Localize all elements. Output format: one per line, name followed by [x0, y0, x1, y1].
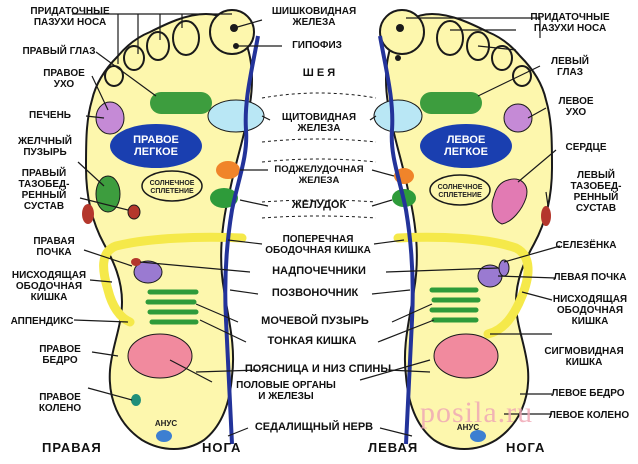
left-big-toe: [379, 9, 425, 55]
label-genitals: ПОЛОВЫЕ ОРГАНЫ И ЖЕЛЕЗЫ: [236, 380, 336, 402]
label-transverse-colon: ПОПЕРЕЧНАЯ ОБОДОЧНАЯ КИШКА: [265, 234, 371, 256]
label-lower-back: ПОЯСНИЦА И НИЗ СПИНЫ: [244, 363, 392, 375]
right-toe-2: [172, 20, 200, 56]
right-leg-title-a: ПРАВАЯ: [42, 440, 102, 455]
left-foot: [373, 9, 554, 450]
right-thyroid-zone: [207, 99, 265, 133]
label-sinuses-right: ПРИДАТОЧНЫЕ ПАЗУХИ НОСА: [30, 6, 110, 28]
right-pituitary-point: [233, 43, 239, 49]
label-right-knee: ПРАВОЕ КОЛЕНО: [38, 392, 82, 414]
right-lung-label: ПРАВОЕ ЛЕГКОЕ: [133, 134, 179, 158]
label-right-hip: ПРАВЫЙ ТАЗОБЕД- РЕННЫЙ СУСТАВ: [18, 168, 70, 212]
left-leg-title-b: НОГА: [506, 440, 546, 455]
label-pineal: ШИШКОВИДНАЯ ЖЕЛЕЗА: [271, 6, 357, 28]
guide-arcs: [261, 92, 377, 219]
left-spleen-zone: [498, 259, 510, 277]
left-toe-4: [491, 45, 513, 71]
right-genital-zone: [127, 333, 193, 379]
right-ear-zone: [95, 101, 125, 135]
right-toe-4: [123, 45, 145, 71]
label-sciatic: СЕДАЛИЩНЫЙ НЕРВ: [254, 421, 374, 433]
right-adrenal-zone: [131, 258, 141, 266]
right-hip-zone: [82, 204, 94, 224]
left-toe-2: [436, 20, 464, 56]
left-colon: [393, 232, 533, 339]
label-right-ear: ПРАВОЕ УХО: [43, 68, 85, 90]
left-lung-zone: [420, 124, 512, 168]
label-spine: ПОЗВОНОЧНИК: [271, 287, 359, 299]
label-right-eye: ПРАВЫЙ ГЛАЗ: [22, 46, 96, 57]
label-left-kidney: ЛЕВАЯ ПОЧКА: [553, 272, 627, 283]
right-eye-zone: [150, 92, 212, 114]
label-bladder: МОЧЕВОЙ ПУЗЫРЬ: [261, 315, 369, 327]
label-left-hip: ЛЕВЫЙ ТАЗОБЕД- РЕННЫЙ СУСТАВ: [570, 170, 622, 214]
right-toe-3: [146, 31, 170, 61]
right-pancreas-zone: [216, 161, 240, 179]
left-solar-zone: [429, 174, 491, 206]
left-pituitary-point: [395, 55, 401, 61]
label-spleen: СЕЛЕЗЁНКА: [555, 240, 617, 251]
left-pineal-point: [396, 24, 404, 32]
label-sinuses-left: ПРИДАТОЧНЫЕ ПАЗУХИ НОСА: [530, 12, 610, 34]
left-lung-label: ЛЕВОЕ ЛЕГКОЕ: [444, 134, 488, 158]
right-toe-5: [104, 65, 124, 87]
label-right-thigh: ПРАВОЕ БЕДРО: [39, 344, 81, 366]
left-toe-5: [512, 65, 532, 87]
label-left-eye: ЛЕВЫЙ ГЛАЗ: [551, 56, 589, 78]
left-ear-zone: [503, 103, 533, 133]
label-sigmoid-colon: СИГМОВИДНАЯ КИШКА: [544, 346, 624, 368]
left-heart-zone: [491, 178, 528, 225]
label-left-knee: ЛЕВОЕ КОЛЕНО: [548, 410, 630, 421]
left-thyroid-zone: [373, 99, 423, 133]
label-pancreas: ПОДЖЕЛУДОЧНАЯ ЖЕЛЕЗА: [274, 164, 364, 186]
label-descending-colon-left: НИСХОДЯЩАЯ ОБОДОЧНАЯ КИШКА: [552, 294, 628, 327]
right-anus-zone: [156, 430, 172, 442]
right-colon: [99, 232, 247, 327]
label-heart: СЕРДЦЕ: [565, 142, 607, 153]
right-gallbladder-zone: [127, 204, 141, 220]
leader-lines: [72, 13, 561, 437]
label-left-thigh: ЛЕВОЕ БЕДРО: [551, 388, 625, 399]
label-small-intestine: ТОНКАЯ КИШКА: [267, 335, 357, 347]
left-anus-label: АНУС: [456, 423, 480, 432]
label-stomach: ЖЕЛУДОК: [291, 199, 347, 211]
label-adrenals: НАДПОЧЕЧНИКИ: [272, 265, 366, 277]
left-hip-zone: [541, 206, 551, 226]
label-thyroid: ЩИТОВИДНАЯ ЖЕЛЕЗА: [281, 112, 357, 134]
left-eye-zone: [420, 92, 482, 114]
right-big-toe: [209, 9, 255, 55]
right-anus-label: АНУС: [154, 419, 178, 428]
left-small-intestine: [429, 287, 481, 323]
right-small-intestine: [145, 289, 199, 325]
right-knee-zone: [131, 394, 141, 406]
right-solar-zone: [141, 170, 203, 202]
right-lung-zone: [110, 124, 202, 168]
right-stomach-zone: [210, 188, 238, 208]
right-foot: [82, 9, 265, 450]
label-left-ear: ЛЕВОЕ УХО: [558, 96, 594, 118]
label-liver: ПЕЧЕНЬ: [29, 110, 71, 121]
label-pituitary: ГИПОФИЗ: [292, 40, 342, 51]
right-kidney-zone: [133, 260, 163, 284]
label-right-kidney: ПРАВАЯ ПОЧКА: [33, 236, 75, 258]
label-descending-colon-right: НИСХОДЯЩАЯ ОБОДОЧНАЯ КИШКА: [11, 270, 87, 303]
label-gallbladder: ЖЕЛЧНЫЙ ПУЗЫРЬ: [18, 136, 72, 158]
label-appendix: АППЕНДИКС: [10, 316, 74, 327]
right-spine-line: [223, 35, 260, 445]
right-leg-title-b: НОГА: [202, 440, 242, 455]
left-anus-zone: [470, 430, 486, 442]
left-genital-zone: [433, 333, 499, 379]
left-solar-label: СОЛНЕЧНОЕ СПЛЕТЕНИЕ: [437, 184, 483, 199]
label-neck: Ш Е Я: [302, 67, 336, 79]
left-leg-title-a: ЛЕВАЯ: [368, 440, 419, 455]
watermark: posila.ru: [420, 396, 534, 429]
right-solar-label: СОЛНЕЧНОЕ СПЛЕТЕНИЕ: [149, 180, 195, 195]
